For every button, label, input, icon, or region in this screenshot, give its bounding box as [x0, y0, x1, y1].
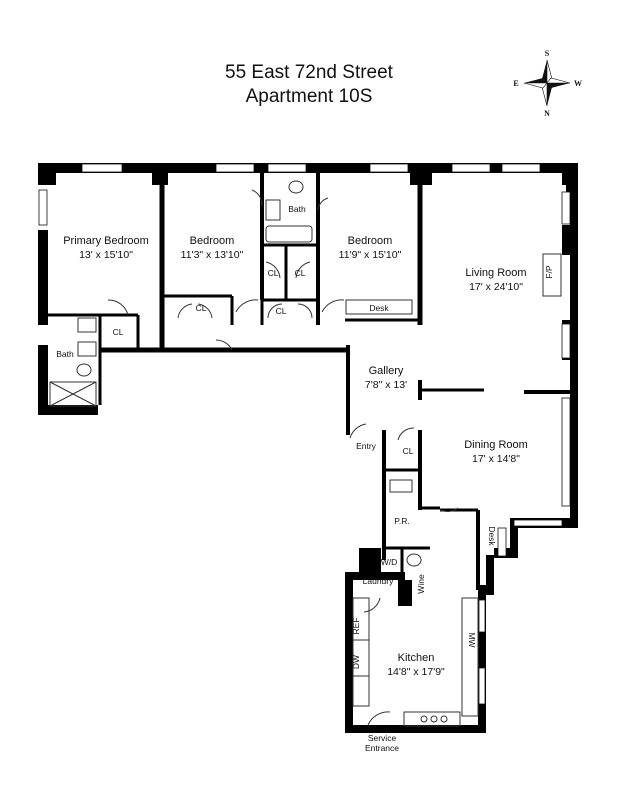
- fixtures: [49, 180, 562, 727]
- powder-room-label: P.R.: [394, 516, 409, 526]
- primary-bedroom-dims: 13' x 15'10": [79, 249, 133, 261]
- compass-icon: [523, 59, 571, 107]
- fireplace-label: F/P: [544, 265, 554, 279]
- entry-label: Entry: [356, 441, 377, 451]
- sink-icon-3: [265, 199, 281, 221]
- apartment-title: Apartment 10S: [245, 86, 373, 107]
- dishwasher-label: DW: [351, 655, 361, 669]
- gallery-dims: 7'8" x 13': [365, 379, 407, 391]
- east-windows: [561, 191, 571, 507]
- address-title: 55 East 72nd Street: [225, 62, 393, 83]
- kitchen-name: Kitchen: [398, 652, 435, 664]
- gallery-name: Gallery: [369, 365, 404, 377]
- exterior-walls: [38, 163, 578, 528]
- west-window: [38, 189, 48, 226]
- compass-east-label: E: [513, 79, 518, 88]
- primary-bath-label: Bath: [56, 349, 74, 359]
- interior-walls: [48, 173, 570, 590]
- bedroom-2-dims: 11'9" x 15'10": [339, 249, 402, 261]
- wine-label: Wine: [416, 574, 426, 594]
- dining-room-name: Dining Room: [464, 439, 528, 451]
- living-room-name: Living Room: [465, 267, 526, 279]
- primary-closet-label: CL: [113, 327, 124, 337]
- compass-south-label: S: [545, 49, 550, 58]
- microwave-label: MW: [467, 632, 477, 647]
- bedroom-1-name: Bedroom: [190, 235, 235, 247]
- bathtub-icon: [265, 225, 313, 243]
- desk-label: Desk: [369, 303, 389, 313]
- hall-bath-label: Bath: [288, 204, 306, 214]
- toilet-icon-2: [288, 180, 304, 194]
- toilet-icon: [76, 363, 92, 377]
- sink-icon: [77, 317, 97, 333]
- washer-dryer-label: W/D: [381, 557, 398, 567]
- living-room-dims: 17' x 24'10": [469, 281, 523, 293]
- closet-label-a: CL: [268, 268, 279, 278]
- kitchen-dims: 14'8" x 17'9": [387, 666, 445, 678]
- bedroom-1-dims: 11'3" x 13'10": [181, 249, 244, 261]
- closet-label-b: CL: [295, 268, 306, 278]
- ref-label: REF: [351, 618, 361, 635]
- hall-desk-label: Desk: [487, 526, 497, 546]
- compass-north-label: N: [544, 109, 550, 118]
- primary-bedroom-name: Primary Bedroom: [63, 235, 149, 247]
- north-windows: [81, 163, 541, 173]
- closet-label-c: CL: [276, 306, 287, 316]
- laundry-label: Laundry: [363, 576, 394, 586]
- kitchen-walls: [345, 520, 518, 733]
- dining-room-dims: 17' x 14'8": [472, 453, 520, 465]
- entry-closet-label: CL: [403, 446, 414, 456]
- sink-icon-2: [77, 341, 97, 357]
- compass-west-label: W: [574, 79, 582, 88]
- service-label: Service: [368, 733, 397, 743]
- bedroom-1-closet-label: CL: [196, 303, 207, 313]
- shower-icon: [49, 381, 97, 407]
- bedroom-2-name: Bedroom: [348, 235, 393, 247]
- entrance-label: Entrance: [365, 743, 399, 753]
- kitchen-windows: [478, 519, 563, 705]
